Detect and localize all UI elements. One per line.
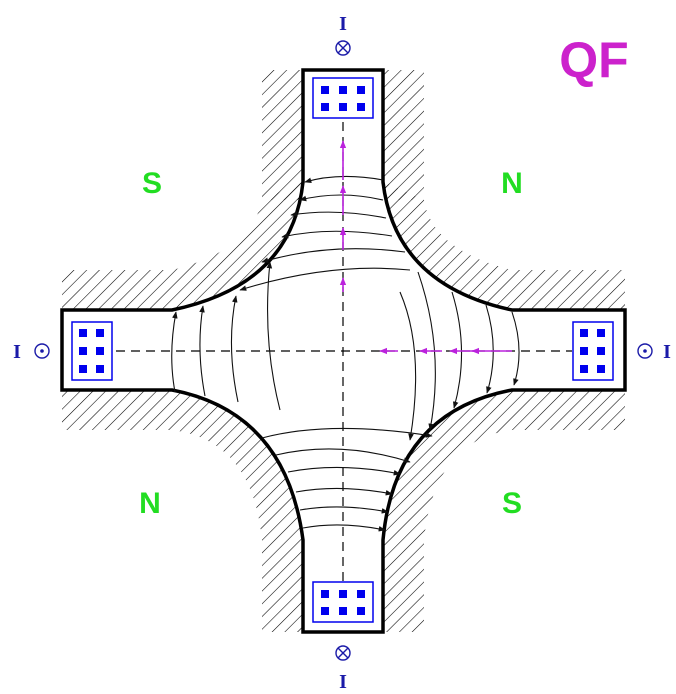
field-line — [266, 261, 281, 411]
pole-label-top-right: N — [501, 167, 523, 200]
field-line — [287, 466, 401, 476]
coil-winding-icon — [572, 321, 614, 381]
field-lines — [171, 175, 520, 532]
current-symbols — [34, 40, 653, 661]
current-label-right: I — [663, 341, 671, 363]
field-line — [485, 304, 494, 394]
coil-winding-icon — [312, 77, 374, 119]
current-labels: I I I I — [13, 13, 671, 693]
coil-bottom — [312, 581, 374, 623]
field-line — [281, 230, 393, 239]
circle-dot-icon — [637, 343, 653, 359]
field-line — [261, 427, 433, 439]
force-arrows — [339, 140, 512, 355]
pole-label-bottom-right: S — [502, 487, 522, 520]
circle-cross-icon — [335, 645, 351, 661]
circle-dot-icon — [34, 343, 50, 359]
field-line — [451, 291, 463, 409]
field-line — [511, 311, 520, 386]
field-line — [199, 305, 206, 397]
field-line — [304, 175, 384, 183]
field-line — [239, 267, 411, 291]
iron-yoke-hatching — [62, 70, 625, 632]
field-line — [299, 506, 389, 514]
pole-labels: S N N S — [139, 167, 523, 520]
current-label-left: I — [13, 341, 21, 363]
field-line — [299, 194, 384, 202]
diagram-title: QF — [559, 32, 628, 88]
coils — [71, 77, 614, 623]
field-line — [295, 487, 393, 496]
current-label-top: I — [339, 13, 347, 35]
coil-winding-icon — [312, 581, 374, 623]
coil-right — [572, 321, 614, 381]
field-line — [399, 291, 417, 441]
coil-winding-icon — [71, 321, 113, 381]
pole-label-top-left: S — [142, 167, 162, 200]
pole-label-bottom-left: N — [139, 487, 161, 520]
field-line — [302, 524, 386, 532]
current-label-bottom: I — [339, 671, 347, 693]
field-line — [261, 248, 406, 263]
coil-top — [312, 77, 374, 119]
coil-left — [71, 321, 113, 381]
field-line — [171, 311, 178, 393]
field-line — [230, 295, 239, 403]
circle-cross-icon — [335, 40, 351, 56]
field-line — [275, 448, 411, 463]
field-line — [290, 211, 387, 219]
